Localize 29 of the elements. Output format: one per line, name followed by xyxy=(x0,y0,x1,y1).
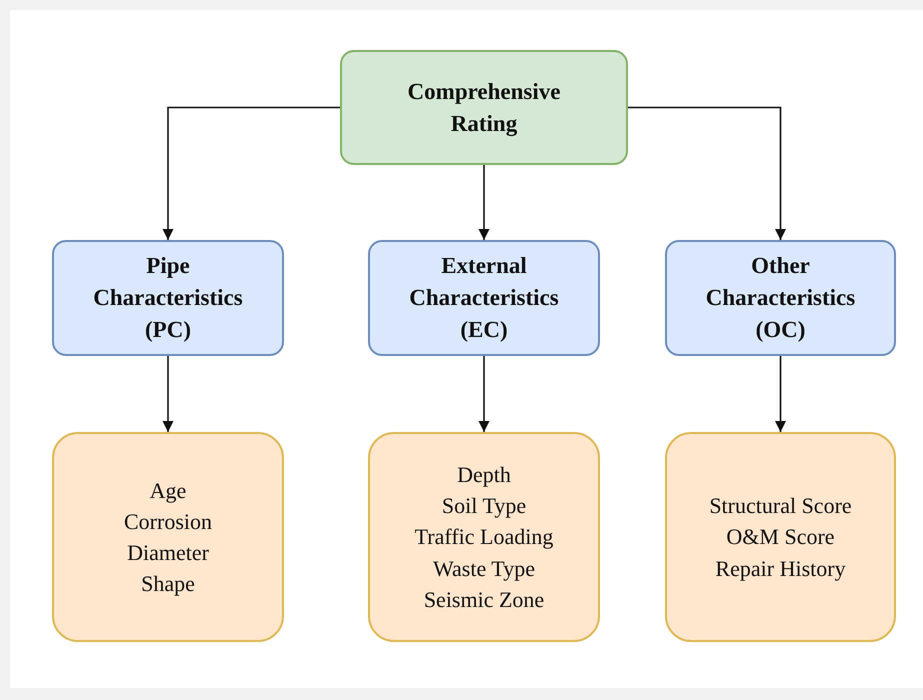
factor-label: Diameter xyxy=(127,539,209,567)
factor-label: O&M Score xyxy=(726,523,835,552)
arrow xyxy=(162,106,340,240)
factor-label: Waste Type xyxy=(433,554,535,583)
arrow xyxy=(775,356,786,432)
category-label: External Characteristics (EC) xyxy=(408,252,560,344)
factor-label: Structural Score xyxy=(709,492,852,520)
category-box xyxy=(368,240,600,356)
category-label: Pipe Characteristics (PC) xyxy=(92,252,244,344)
category-label: Other Characteristics (OC) xyxy=(704,252,856,344)
factor-label: Age xyxy=(150,476,186,505)
factor-label: Repair History xyxy=(715,554,846,583)
root-box xyxy=(340,50,628,165)
factor-label: Traffic Loading xyxy=(414,523,554,552)
factor-label: Depth xyxy=(457,460,511,489)
factor-list-box xyxy=(52,432,284,642)
category-box xyxy=(52,240,284,356)
factor-list-box xyxy=(368,432,600,642)
category-box xyxy=(665,240,896,356)
factor-list-box xyxy=(665,432,896,642)
category-label: Comprehensive Rating xyxy=(406,78,562,138)
arrow xyxy=(162,356,174,432)
factor-label: Shape xyxy=(141,570,195,598)
factor-label: Corrosion xyxy=(124,508,212,536)
factor-label: Soil Type xyxy=(442,492,526,520)
factor-label: Seismic Zone xyxy=(424,586,544,614)
arrow xyxy=(478,356,490,432)
arrow xyxy=(628,106,786,240)
arrow xyxy=(478,165,490,240)
